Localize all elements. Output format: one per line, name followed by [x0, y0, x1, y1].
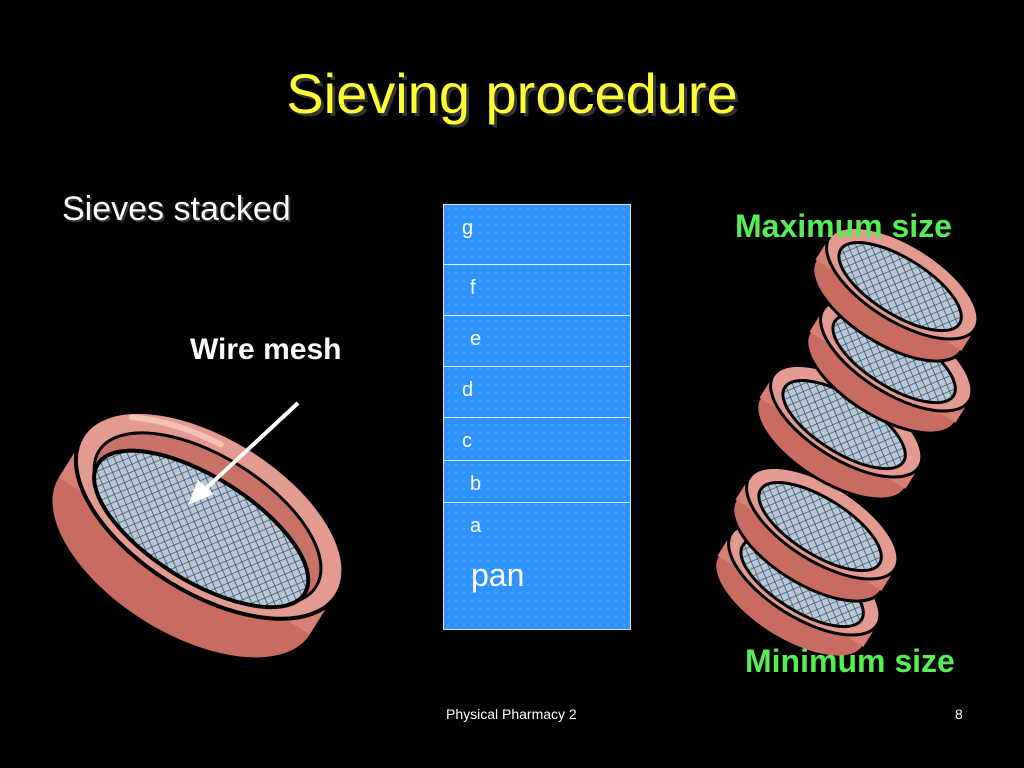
stack-layer-label: c	[462, 430, 472, 452]
sieve-stack-diagram: g f e d c b a pan	[443, 204, 631, 630]
stack-layer-label: b	[470, 473, 482, 495]
stack-layer-label: a	[470, 515, 482, 537]
stack-layer-d: d	[444, 367, 630, 418]
stack-layer-c: c	[444, 418, 630, 461]
footer-text: Physical Pharmacy 2	[446, 706, 577, 722]
slide-title: Sieving procedure	[286, 62, 738, 125]
pan-label: pan	[471, 557, 525, 593]
stack-layer-label: e	[470, 328, 482, 350]
stack-layer-g: g	[444, 205, 630, 265]
stack-layer-label: g	[462, 217, 474, 239]
stack-layer-f: f	[444, 265, 630, 316]
page-number: 8	[955, 706, 963, 722]
stack-layer-label: f	[470, 277, 476, 299]
stack-layer-a: a pan	[444, 503, 630, 629]
slide-subtitle: Sieves stacked	[62, 190, 291, 228]
stack-layer-e: e	[444, 316, 630, 367]
arrow-icon	[188, 401, 300, 505]
minimum-size-label: Minimum size	[745, 643, 955, 679]
single-sieve-icon	[48, 409, 346, 662]
stack-layer-label: d	[462, 379, 474, 401]
wire-mesh-label: Wire mesh	[190, 333, 342, 366]
stack-layer-b: b	[444, 461, 630, 503]
stacked-sieves-icon	[713, 225, 980, 659]
maximum-size-label: Maximum size	[735, 208, 952, 244]
